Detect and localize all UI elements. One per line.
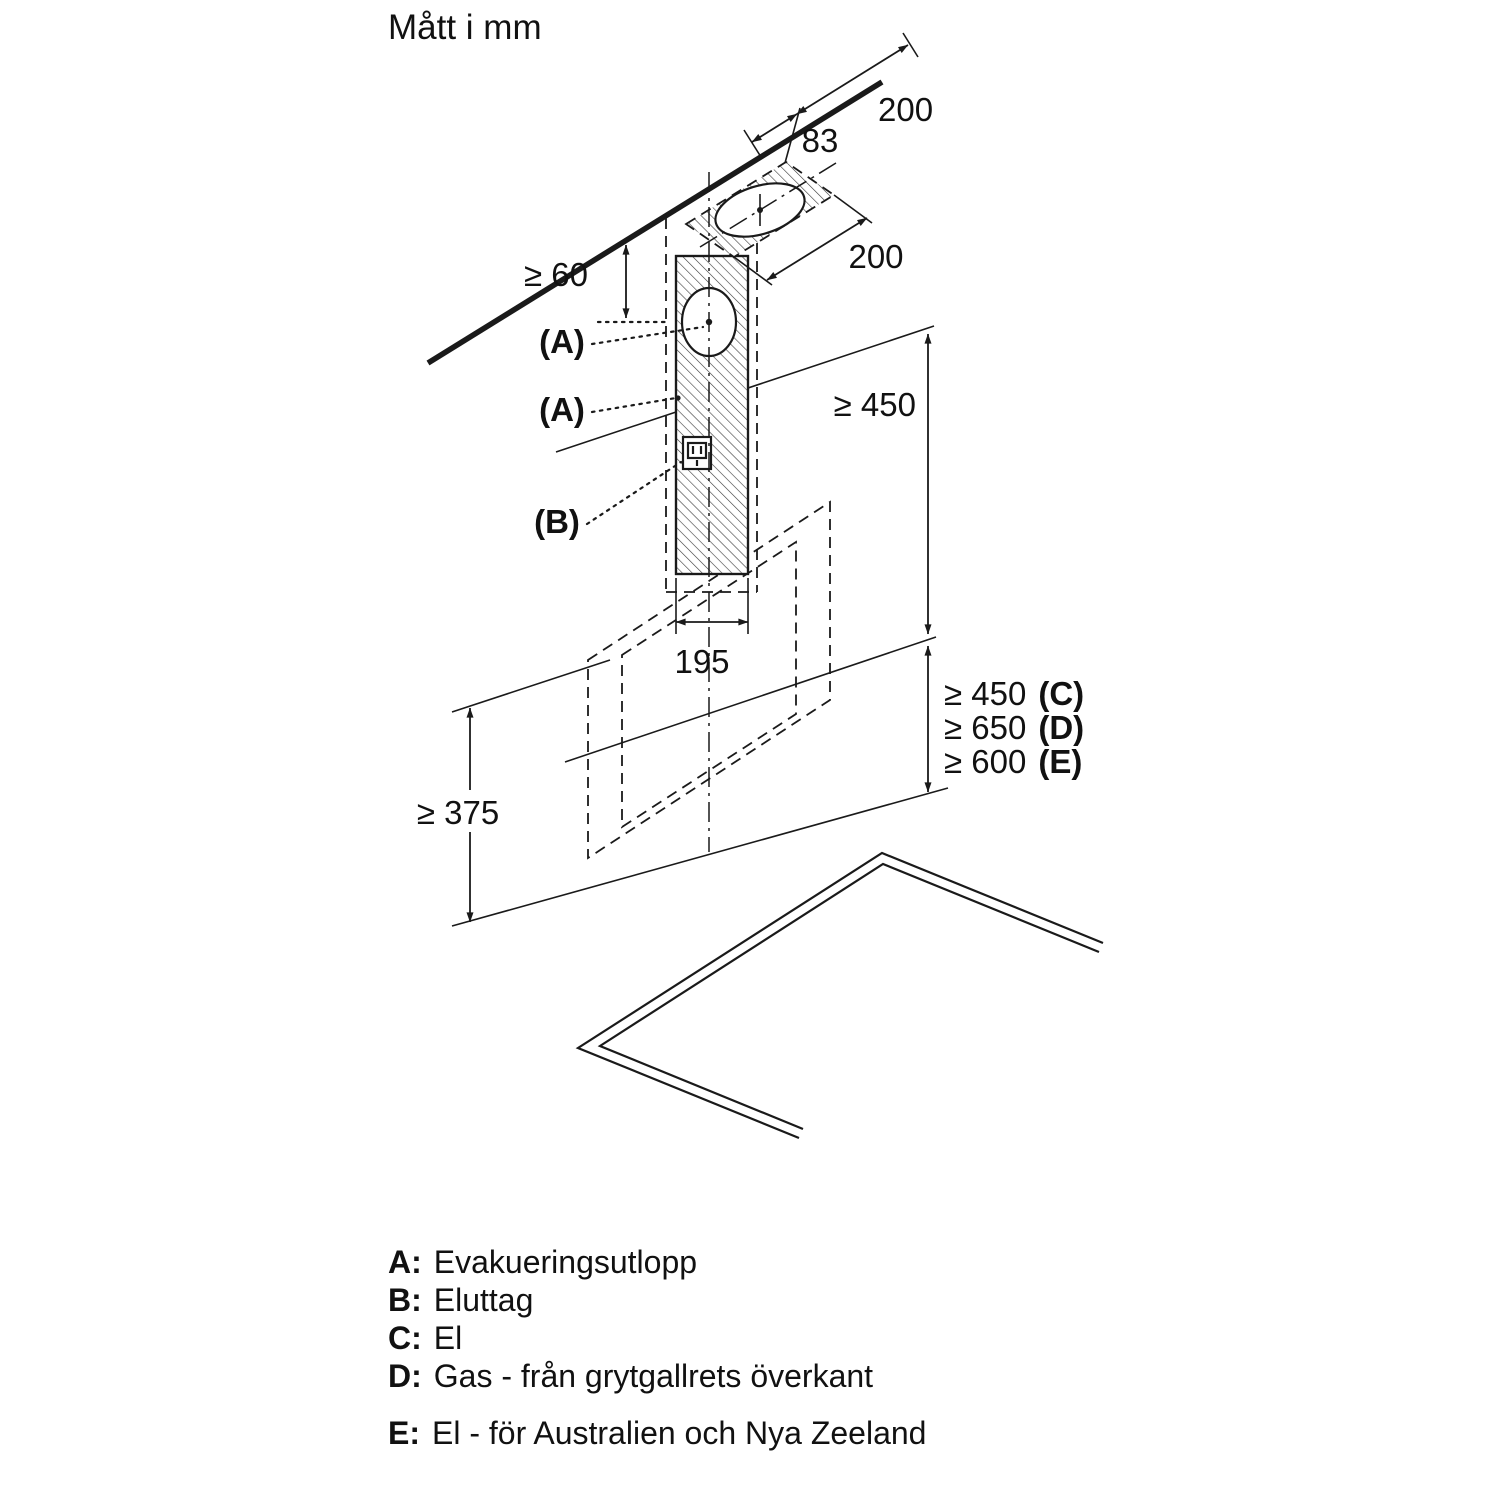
hob-surface-line <box>451 787 949 927</box>
hob-outline-inner <box>597 862 1100 1131</box>
power-socket-icon <box>681 435 713 471</box>
legend-key-e: E: <box>388 1415 420 1451</box>
dim-min60: ≥ 60 <box>524 256 588 293</box>
page-title: Mått i mm <box>388 8 542 47</box>
hood-outer-dashed <box>587 500 831 860</box>
dimensions: 83 200 200 ≥ 60 ≥ 450 ≥ 450(C) ≥ 650(D) … <box>417 32 1084 923</box>
label-a2: (A) <box>539 391 585 428</box>
label-a1: (A) <box>539 323 585 360</box>
leader-b <box>585 460 683 526</box>
dim-min600-e: ≥ 600(E) <box>944 743 1082 780</box>
legend-item-d: D: Gas - från grytgallrets överkant <box>388 1357 926 1395</box>
legend-text-d: Gas - från grytgallrets överkant <box>433 1358 874 1394</box>
legend-key-a: A: <box>388 1244 422 1280</box>
legend-key-c: C: <box>388 1320 422 1356</box>
dim-min450-c: ≥ 450(C) <box>944 675 1084 712</box>
legend-item-c: C: El <box>388 1319 926 1357</box>
ceiling-outlet-center-dot <box>757 207 763 213</box>
legend-text-a: Evakueringsutlopp <box>433 1244 698 1280</box>
dim-min650-d: ≥ 650(D) <box>944 709 1084 746</box>
dim-min375: ≥ 375 <box>417 794 499 831</box>
duct-hatched-area <box>674 254 750 576</box>
legend-item-a: A: Evakueringsutlopp <box>388 1243 926 1281</box>
hood-bottom-reference-line <box>451 659 611 713</box>
legend-item-e: E: El - för Australien och Nya Zeeland <box>388 1414 926 1452</box>
chimney-dashed-outline <box>665 218 758 593</box>
legend-item-b: B: Eluttag <box>388 1281 926 1319</box>
hob-outline <box>575 851 1104 1140</box>
legend-text-e: El - för Australien och Nya Zeeland <box>432 1415 927 1451</box>
leader-a2 <box>590 396 678 414</box>
legend-text-c: El <box>433 1320 463 1356</box>
hood-inner-dashed <box>621 540 797 829</box>
outlet-side-dot <box>675 395 681 401</box>
dim-arrow-200-mid <box>766 217 868 281</box>
legend-key-b: B: <box>388 1282 422 1318</box>
label-b: (B) <box>534 503 580 540</box>
dim-min450: ≥ 450 <box>834 386 916 423</box>
legend-text-b: Eluttag <box>433 1282 534 1318</box>
wall-reference-line-mid <box>564 636 937 763</box>
leader-a1 <box>590 325 705 346</box>
legend: A: Evakueringsutlopp B: Eluttag C: El D: Gas… <box>388 1243 926 1452</box>
dim-83: 83 <box>802 122 839 159</box>
dim-195: 195 <box>674 643 729 680</box>
legend-key-d: D: <box>388 1358 422 1394</box>
dim-200-top: 200 <box>878 91 933 128</box>
hood-body-outline <box>587 500 831 860</box>
dim-arrow-83 <box>751 113 798 143</box>
ceiling-line <box>426 79 884 366</box>
dim-arrow-200-top <box>796 44 909 115</box>
callouts: (A) (A) (B) <box>534 323 705 540</box>
hob-outline-outer <box>575 851 1104 1140</box>
dim-200-mid: 200 <box>848 238 903 275</box>
